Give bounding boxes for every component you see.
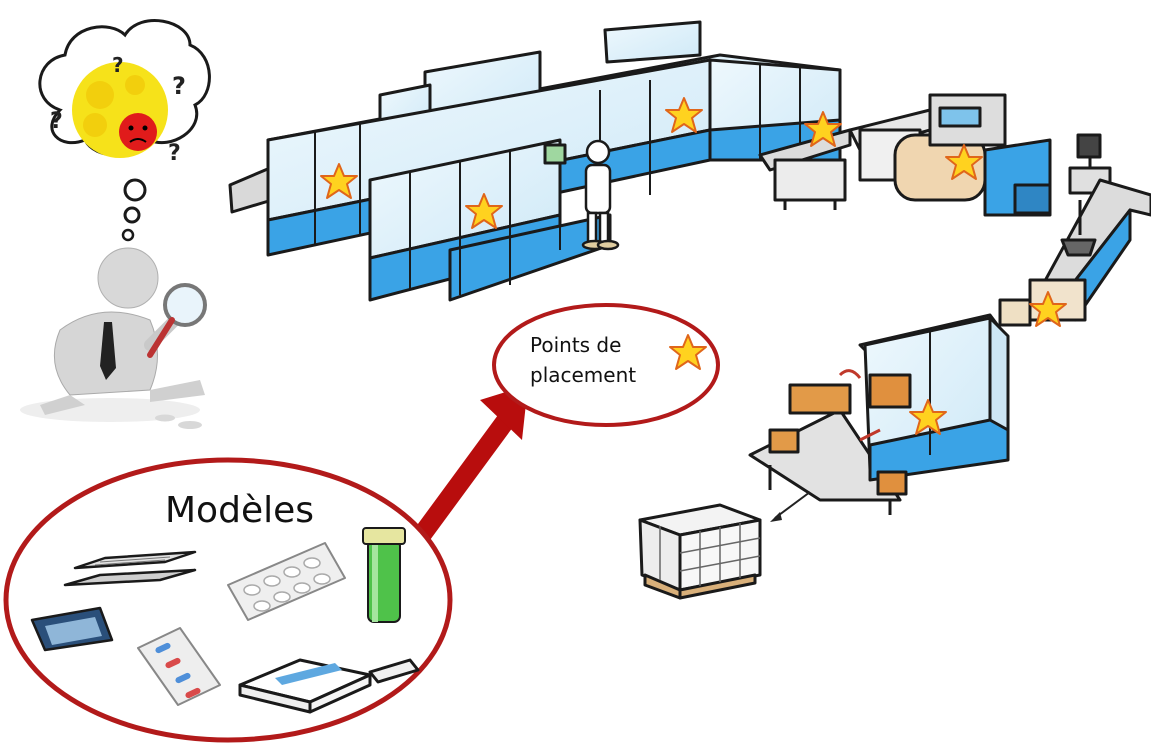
svg-text:?: ? bbox=[168, 141, 181, 166]
svg-text:?: ? bbox=[50, 109, 63, 134]
placement-label-line2: placement bbox=[530, 363, 636, 387]
thinking-bubble-icon: ? ? ? ? bbox=[38, 19, 211, 242]
arrow-icon bbox=[415, 385, 528, 540]
case-packer-machine bbox=[748, 313, 1010, 515]
cartoner-machine bbox=[758, 93, 1112, 217]
svg-text:?: ? bbox=[172, 72, 186, 100]
models-title: Modèles bbox=[165, 490, 314, 531]
investigator-figure-icon bbox=[20, 247, 207, 429]
packaging-machine-main bbox=[228, 20, 842, 302]
pill-bottle-icon bbox=[362, 527, 406, 623]
capsule-blister-icon bbox=[137, 627, 221, 706]
conveyor bbox=[998, 178, 1151, 327]
placement-points-callout: Points de placement bbox=[492, 303, 720, 427]
to-pallet-arrow-icon bbox=[770, 491, 811, 522]
tray-stack-icon bbox=[63, 550, 197, 587]
operator-figure-icon bbox=[581, 139, 620, 251]
models-callout: Modèles bbox=[3, 457, 453, 743]
blister-pack-icon bbox=[227, 542, 346, 621]
carton-small-icon bbox=[30, 606, 114, 652]
svg-text:?: ? bbox=[112, 53, 124, 77]
pallet-icon bbox=[638, 503, 762, 600]
placement-label-line1: Points de bbox=[530, 333, 621, 357]
folding-box-icon bbox=[238, 658, 420, 714]
